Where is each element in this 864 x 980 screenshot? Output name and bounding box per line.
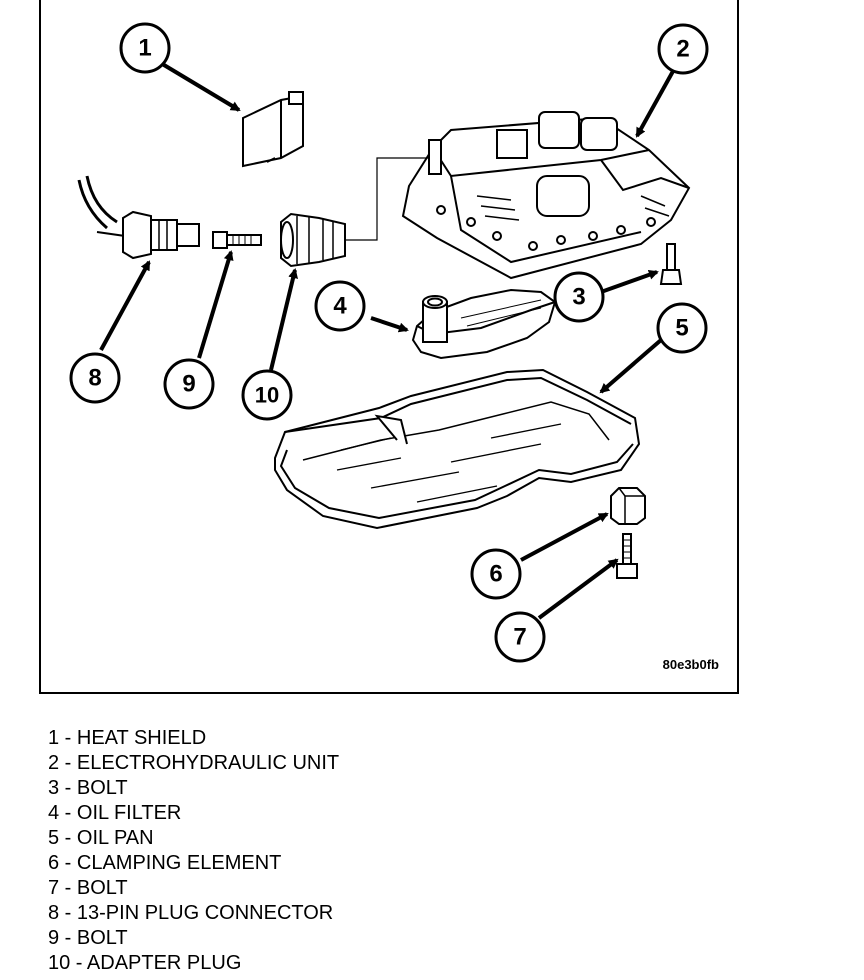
- callout-6: 6: [489, 561, 502, 588]
- legend-item: 10 - ADAPTER PLUG: [48, 952, 242, 974]
- callout-circle-3: [553, 271, 605, 323]
- figure-code: 80e3b0fb: [662, 657, 719, 672]
- legend-item: 6 - CLAMPING ELEMENT: [48, 852, 282, 874]
- bolt-7-part: [616, 533, 638, 579]
- adapter-plug-10-part: [280, 212, 346, 268]
- bolt-9-part: [212, 231, 262, 249]
- legend-item: 3 - BOLT: [48, 777, 128, 799]
- exploded-diagram: 1 2 3 4 5 6 7 8 9 10: [69, 22, 709, 663]
- plug-connector-8-part: [77, 175, 200, 260]
- legend-item: 1 - HEAT SHIELD: [48, 727, 207, 749]
- callout-3: 3: [572, 284, 585, 311]
- callout-circle-8: [69, 352, 121, 404]
- callout-5: 5: [675, 315, 688, 342]
- callout-circle-7: [494, 611, 546, 663]
- callout-circle-10: [241, 369, 293, 421]
- oil-pan-5-part: [274, 368, 641, 530]
- callout-circle-1: [119, 22, 171, 74]
- callout-circle-6: [470, 548, 522, 600]
- callout-4: 4: [333, 293, 347, 320]
- callout-circle-4: [314, 280, 366, 332]
- callout-2: 2: [676, 36, 689, 63]
- legend-item: 7 - BOLT: [48, 877, 128, 899]
- exploded-diagram-frame: 1 2 3 4 5 6 7 8 9 10 80e3b0fb: [39, 0, 739, 694]
- legend-item: 5 - OIL PAN: [48, 827, 154, 849]
- callout-8: 8: [88, 365, 101, 392]
- callout-circle-5: [656, 302, 708, 354]
- callout-7: 7: [513, 624, 526, 651]
- electrohydraulic-unit-part: [401, 111, 691, 280]
- callout-circle-2: [657, 23, 709, 75]
- heat-shield-part: [242, 91, 304, 168]
- callout-1: 1: [138, 35, 151, 62]
- clamping-element-6-part: [610, 487, 646, 525]
- callout-circle-9: [163, 358, 215, 410]
- legend-item: 4 - OIL FILTER: [48, 802, 182, 824]
- callout-10: 10: [255, 383, 279, 408]
- bolt-3-part: [659, 243, 683, 285]
- callout-9: 9: [182, 371, 195, 398]
- oil-filter-4-part: [411, 288, 557, 360]
- parts-legend: 1 - HEAT SHIELD 2 - ELECTROHYDRAULIC UNI…: [48, 726, 339, 976]
- callout-arrows: [99, 60, 679, 620]
- callout-circles: [69, 22, 709, 663]
- legend-item: 9 - BOLT: [48, 927, 128, 949]
- legend-item: 2 - ELECTROHYDRAULIC UNIT: [48, 752, 340, 774]
- legend-item: 8 - 13-PIN PLUG CONNECTOR: [48, 902, 334, 924]
